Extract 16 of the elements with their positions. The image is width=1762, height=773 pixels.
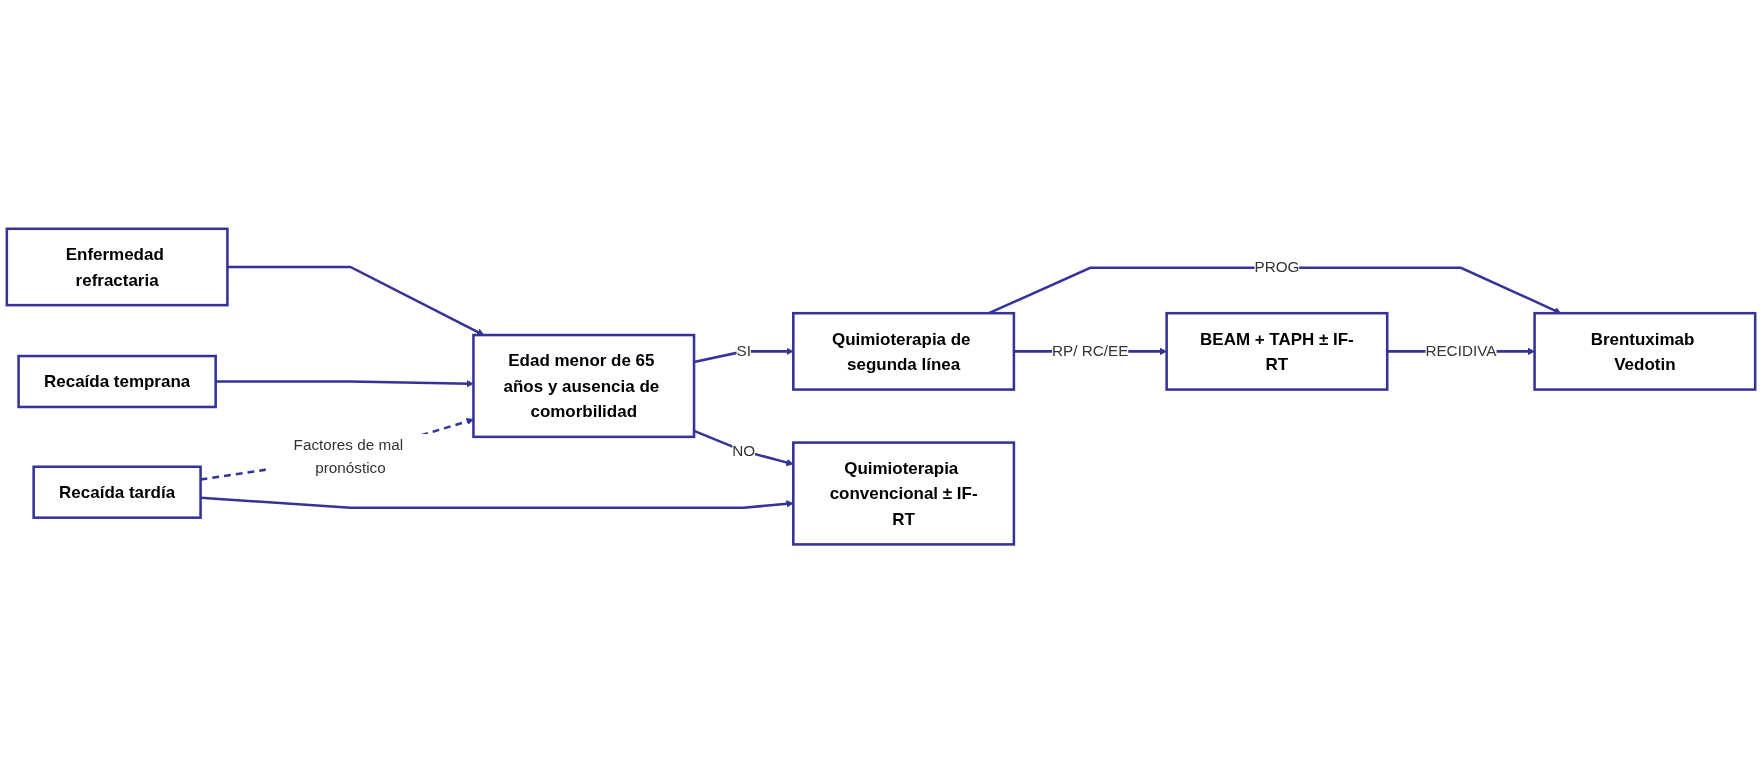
node-box: Recaída temprana bbox=[17, 354, 217, 409]
node-box: Brentuximab Vedotin bbox=[1533, 311, 1757, 391]
node-box: Edad menor de 65 años y ausencia de comorbilidad bbox=[472, 333, 696, 439]
arrow bbox=[215, 379, 474, 388]
node-box: Enfermedad refractaria bbox=[5, 227, 229, 307]
node-box: Quimioterapia de segunda línea bbox=[792, 311, 1016, 391]
edge-label: NO bbox=[732, 442, 756, 460]
node-box: Quimioterapia convencional ± IF-RT bbox=[792, 441, 1016, 546]
arrow bbox=[200, 496, 794, 509]
node-box: BEAM + TAPH ± IF-RT bbox=[1165, 311, 1389, 391]
edge-label: SI bbox=[736, 342, 751, 360]
edge-label: RECIDIVA bbox=[1425, 342, 1497, 360]
edge-label: Factores de mal pronóstico bbox=[293, 436, 404, 477]
node-box: Recaída tardía bbox=[32, 465, 202, 519]
edge-label: RP/ RC/EE bbox=[1052, 342, 1129, 360]
edge-label: PROG bbox=[1254, 258, 1300, 276]
